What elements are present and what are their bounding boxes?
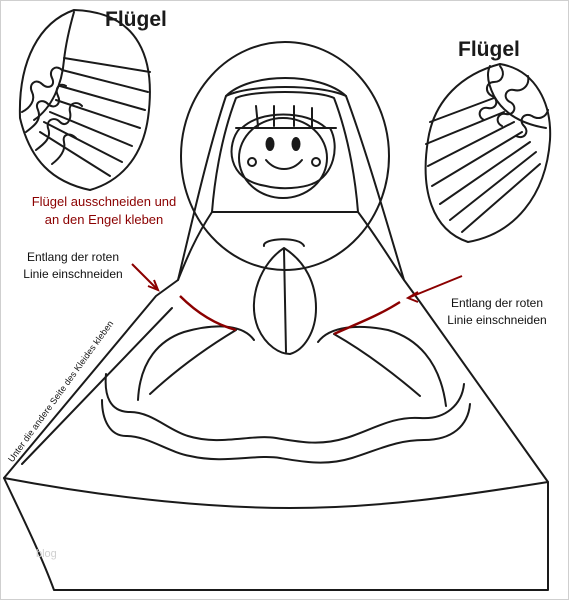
right-cut-line2: Linie einschneiden [447,313,547,327]
left-cut-instruction: Entlang der roten Linie einschneiden [4,249,142,283]
halo-outline [180,41,390,271]
right-wing-title: Flügel [458,38,520,61]
left-wing-cutout [18,9,151,191]
wing-instruction-line2: an den Engel kleben [44,212,164,227]
right-arrow-icon [407,275,463,299]
right-cut-line1: Entlang der roten [450,296,544,310]
cut-arrows [131,263,463,303]
left-cut-line1: Entlang der roten [26,250,120,264]
wing-instruction-line1: Flügel ausschneiden und [31,194,177,209]
left-cut-line2: Linie einschneiden [23,267,123,281]
watermark: blog [36,548,57,560]
angel-body-outline [3,77,549,591]
left-arrow-icon [131,263,159,291]
right-cut-instruction: Entlang der roten Linie einschneiden [428,295,566,329]
wing-instruction: Flügel ausschneiden und an den Engel kle… [6,193,202,229]
left-wing-title: Flügel [105,8,167,31]
face-outline [238,105,328,199]
right-wing-cutout [424,63,552,243]
red-cut-lines [179,295,401,336]
